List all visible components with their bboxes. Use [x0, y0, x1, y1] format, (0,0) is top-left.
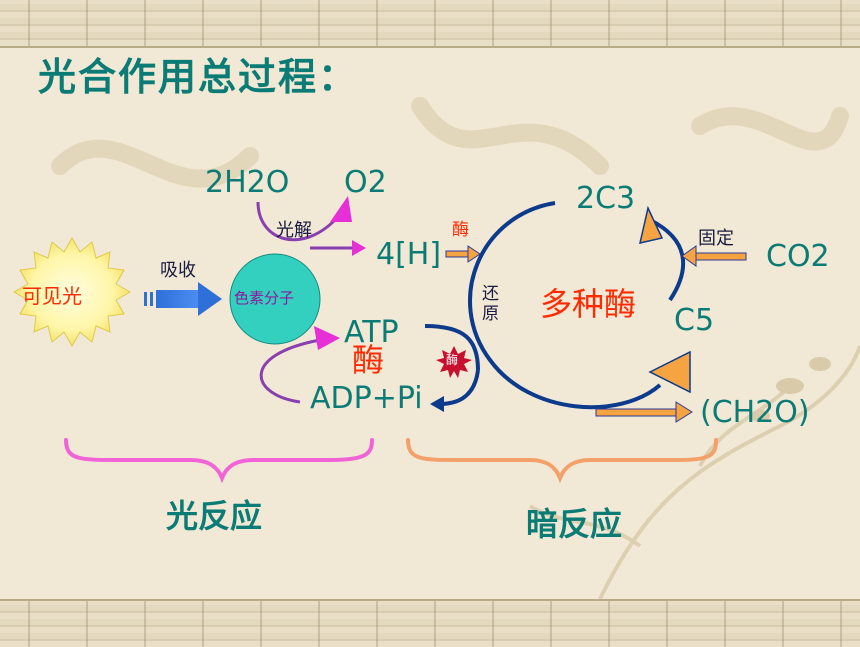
fixation-label: 固定: [698, 228, 734, 249]
co2-label: CO2: [766, 239, 830, 274]
oxygen-arrowhead: [330, 196, 352, 222]
adp-arrowhead: [430, 396, 444, 412]
product-arrow: [595, 401, 693, 423]
sun-icon: [12, 236, 132, 348]
multiple-enzymes-label: 多种酶: [540, 285, 637, 323]
cycle-enzyme-small-label: 酶: [452, 220, 469, 240]
hydrogen-arrowhead: [352, 240, 366, 256]
enzyme-badge-label: 酶: [446, 353, 459, 367]
enzyme-label: 酶: [352, 341, 385, 379]
photolysis-label: 光解: [276, 220, 312, 241]
product-label: (CH2O): [700, 395, 810, 430]
dark-reaction-label: 暗反应: [526, 505, 623, 543]
atp-label: ATP: [344, 315, 399, 350]
c5-arrowhead: [648, 350, 691, 394]
hydrogen-label: 4[H]: [376, 237, 442, 272]
light-source-label: 可见光: [22, 284, 82, 308]
oxygen-label: O2: [344, 165, 387, 200]
top-border: [0, 0, 860, 48]
hydrogen-transfer-arrow: [445, 245, 481, 263]
bottom-border: [0, 599, 860, 647]
page-title: 光合作用总过程：: [38, 55, 359, 99]
c3-arrowhead: [639, 205, 664, 244]
atp-synthesis-arrow: [259, 338, 321, 404]
enzyme-badge-icon: [436, 346, 472, 378]
pigment-label: 色素分子: [234, 289, 295, 307]
adp-label: ADP+Pi: [310, 381, 423, 416]
absorb-label: 吸收: [160, 260, 196, 281]
calvin-cycle-arc: [468, 201, 662, 410]
background-decoration: [51, 97, 860, 599]
reduction-label: 还原: [482, 284, 499, 325]
co2-fixation-arrow: [681, 245, 747, 267]
light-reaction-brace: [64, 438, 374, 484]
pigment-molecule: [229, 253, 321, 345]
absorb-arrow: [144, 282, 222, 316]
cycle-to-adp-arrow: [439, 369, 480, 406]
c5-label: C5: [674, 303, 715, 338]
light-reaction-label: 光反应: [166, 497, 263, 535]
atp-arrowhead: [314, 326, 340, 350]
c3-label: 2C3: [576, 181, 636, 216]
photolysis-arrow: [256, 201, 360, 250]
atp-to-cycle-arrow: [424, 324, 480, 371]
water-label: 2H2O: [205, 165, 290, 200]
dark-reaction-brace: [406, 438, 718, 484]
